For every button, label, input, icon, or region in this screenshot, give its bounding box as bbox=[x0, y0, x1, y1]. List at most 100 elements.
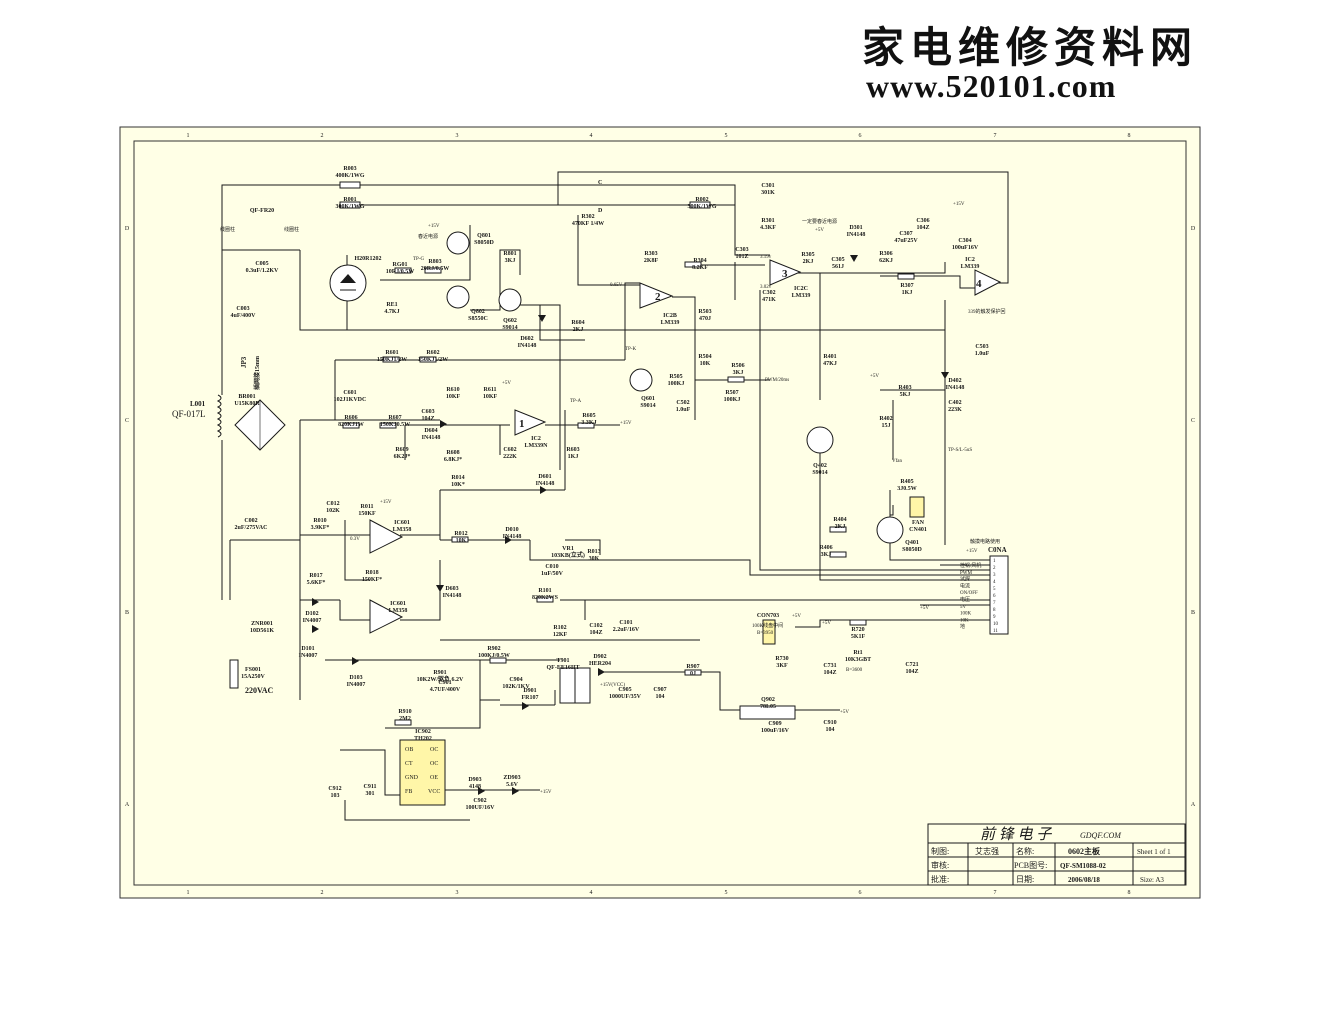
grid-row-label: D bbox=[125, 226, 130, 232]
label-r907-id: R907 bbox=[686, 664, 699, 670]
label-d604-id: D604 bbox=[424, 428, 437, 434]
label-r604-id: R604 bbox=[571, 320, 584, 326]
connector-pin-number: 9 bbox=[993, 615, 996, 620]
label-r102-value: 12KF bbox=[553, 632, 568, 638]
label-c603-id: C603 bbox=[421, 409, 434, 415]
label-r014-id: R014 bbox=[451, 475, 464, 481]
label-d604-value: IN4148 bbox=[422, 435, 441, 441]
label-vr1-value: 103KB(立式) bbox=[551, 551, 585, 559]
label-ic902-id: IC902 bbox=[415, 729, 431, 735]
label-c902-id: C902 bbox=[473, 798, 486, 804]
label-r017-value: 5.6KF* bbox=[307, 580, 326, 586]
label-r606-id: R606 bbox=[344, 415, 357, 421]
label-d301-id: D301 bbox=[849, 225, 862, 231]
label-rt1-value: 10K3GBT bbox=[845, 657, 871, 663]
label-c731-id: C731 bbox=[823, 663, 836, 669]
label-d402-id: D402 bbox=[948, 378, 961, 384]
tb-size: Size: A3 bbox=[1140, 876, 1164, 884]
tb-sheet: Sheet 1 of 1 bbox=[1137, 848, 1171, 856]
label-r010-id: R010 bbox=[313, 518, 326, 524]
label-r610-value: 10KF bbox=[446, 394, 461, 400]
connector-signal-label: 试探 bbox=[960, 576, 970, 583]
label-r003-id: R003 bbox=[343, 166, 356, 172]
label-r403-id: R403 bbox=[898, 385, 911, 391]
label-r002-id: R002 bbox=[695, 197, 708, 203]
grid-col-label: 2 bbox=[321, 133, 324, 139]
label-r611-id: R611 bbox=[483, 387, 496, 393]
connector-pin-number: 10 bbox=[993, 622, 999, 627]
label-r304-id: R304 bbox=[693, 258, 706, 264]
connector-id: C0NA bbox=[988, 546, 1007, 554]
label-d602-value: IN4148 bbox=[518, 343, 537, 349]
label-c005-value: 0.3uF/1.2KV bbox=[246, 268, 279, 274]
tb-drawn-label: 制图: bbox=[931, 846, 949, 856]
label-r611-value: 10KF bbox=[483, 394, 498, 400]
label-r302-id: R302 bbox=[581, 214, 594, 220]
label-c601-id: C601 bbox=[343, 390, 356, 396]
label-r303-id: R303 bbox=[644, 251, 657, 257]
label-r406-id: R406 bbox=[819, 545, 832, 551]
label-r910-id: R910 bbox=[398, 709, 411, 715]
label-r405-value: 3J0.5W bbox=[897, 486, 917, 492]
label-c901-value: 4.7UF/400V bbox=[430, 687, 461, 693]
grid-col-label: 3 bbox=[456, 133, 459, 139]
grid-col-label: 2 bbox=[321, 890, 324, 896]
label-r803-id: R803 bbox=[428, 259, 441, 265]
label-h20r-id: H20R1202 bbox=[355, 256, 382, 262]
note-con703-hint: 100K线盘中间 bbox=[752, 622, 783, 629]
label-ic601-id: IC601 bbox=[394, 520, 410, 526]
label-c731-value: 104Z bbox=[823, 670, 836, 676]
net-5v: +5V bbox=[815, 228, 824, 233]
label-c902-value: 100UF/16V bbox=[466, 805, 496, 811]
connector-pin-number: 5 bbox=[993, 587, 996, 592]
label-c301-value: 301K bbox=[761, 190, 775, 196]
label-ic601-value: LM358 bbox=[393, 527, 412, 533]
net-0.65v: 0.65V bbox=[610, 283, 623, 288]
connector-pin-number: 8 bbox=[993, 608, 996, 613]
label-vr1-id: VR1 bbox=[562, 546, 574, 552]
label-c302-id: C302 bbox=[762, 290, 775, 296]
label-r301-id: R301 bbox=[761, 218, 774, 224]
label-r901-id: R901 bbox=[433, 670, 446, 676]
label-c721-id: C721 bbox=[905, 662, 918, 668]
label-r603-value: 1KJ bbox=[568, 454, 579, 460]
label-c909-value: 100uF/16V bbox=[761, 728, 790, 734]
grid-row-label: C bbox=[1191, 418, 1195, 424]
label-r603-id: R603 bbox=[566, 447, 579, 453]
net-3.19v: 3.19v bbox=[760, 255, 772, 260]
label-q602-id: Q602 bbox=[503, 318, 517, 324]
net-d: D bbox=[598, 208, 603, 214]
connector-pin-number: 4 bbox=[993, 580, 996, 585]
label-c503-id: C503 bbox=[975, 344, 988, 350]
tb-name: 0602主板 bbox=[1068, 846, 1101, 856]
net-15v: +15V bbox=[953, 202, 965, 207]
label-c301-id: C301 bbox=[761, 183, 774, 189]
component-labels: R003400K/1WGR001300K/1WGQF-FR20C0050.3uF… bbox=[172, 166, 1007, 811]
label-q902-id: Q902 bbox=[761, 697, 775, 703]
grid-col-label: 1 bbox=[187, 133, 190, 139]
label-ic601b-id: IC601 bbox=[390, 601, 406, 607]
label-q601-id: Q601 bbox=[641, 396, 655, 402]
label-r505-id: R505 bbox=[669, 374, 682, 380]
label-r402-value: 15J bbox=[882, 423, 891, 429]
net-c: C bbox=[598, 180, 602, 186]
note-protect: 339的触发保护回 bbox=[968, 308, 1006, 315]
label-r012-id: R012 bbox=[454, 531, 467, 537]
label-r001-id: R001 bbox=[343, 197, 356, 203]
label-d902-id: D902 bbox=[593, 654, 606, 660]
net-5v: +5V bbox=[840, 710, 849, 715]
ic902-pin-label: CT bbox=[405, 761, 413, 767]
label-fs001-value: 15A250V bbox=[241, 674, 265, 680]
label-d102-id: D102 bbox=[305, 611, 318, 617]
label-d903-id: D903 bbox=[468, 777, 481, 783]
ic902-pin-label: OE bbox=[430, 775, 438, 781]
label-d103-id: D103 bbox=[349, 675, 362, 681]
label-c010-value: 1uF/50V bbox=[541, 571, 564, 577]
grid-col-label: 4 bbox=[590, 133, 593, 139]
label-r801-value: 3KJ bbox=[505, 258, 516, 264]
label-ic2c-value: LM339 bbox=[792, 293, 811, 299]
label-r403-value: 5KJ bbox=[900, 392, 911, 398]
label-q902-value: 78L05 bbox=[760, 704, 776, 710]
label-t901-value: QF-EE16IIT bbox=[546, 665, 579, 671]
label-ic2b-value: LM339 bbox=[661, 320, 680, 326]
